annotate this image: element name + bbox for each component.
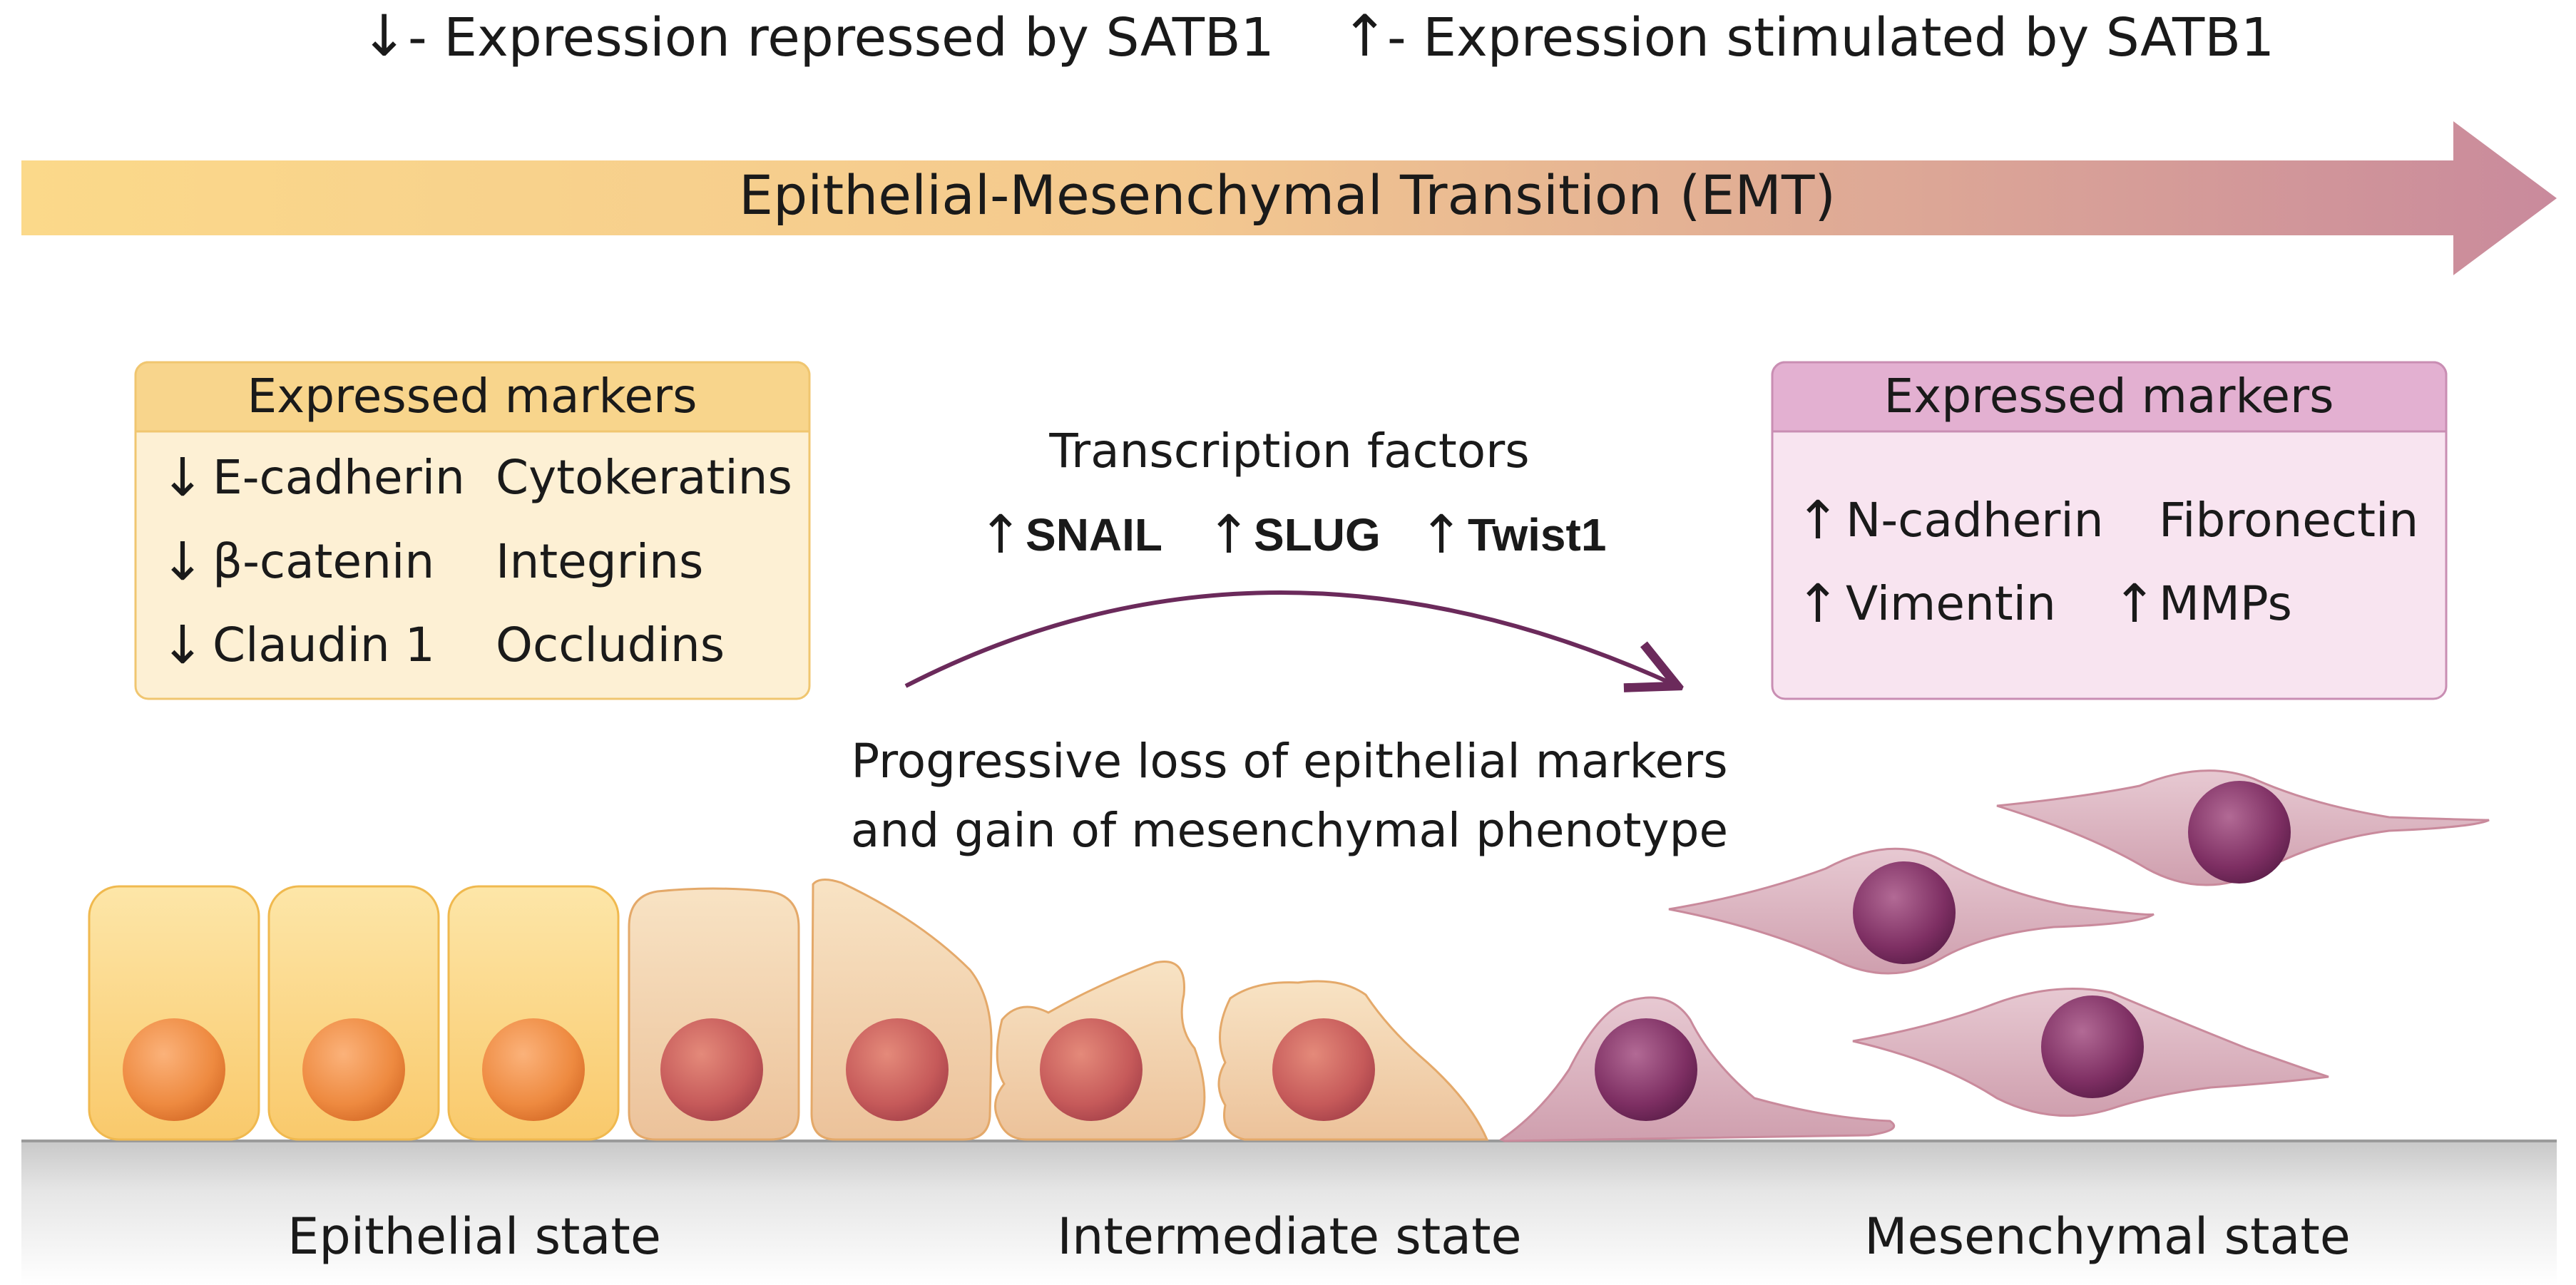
marker-mmps: MMPs: [2159, 576, 2292, 631]
marker-claudin-1: Claudin 1: [213, 618, 435, 672]
repressed-legend-text: - Expression repressed by SATB1: [408, 7, 1274, 68]
marker-n-cadherin: N-cadherin: [1846, 493, 2104, 548]
up-arrow-icon: ↑: [978, 504, 1023, 565]
down-arrow-icon: ↓: [160, 447, 205, 508]
factor-twist1: Twist1: [1468, 509, 1606, 560]
transitioning-cell: [810, 879, 993, 1141]
repressed-arrow-icon: ↓: [360, 3, 408, 69]
marker-vimentin: Vimentin: [1846, 576, 2056, 631]
progression-arrow: [904, 590, 1677, 686]
intermediate-cells: [994, 961, 1896, 1142]
nucleus: [846, 1018, 949, 1121]
mesenchymal-cells: [1668, 769, 2490, 1117]
up-arrow-icon: ↑: [1419, 504, 1463, 565]
epithelial-row: ↓ Claudin 1 Occludins: [160, 615, 725, 676]
progression-line-1: Progressive loss of epithelial markers: [851, 734, 1727, 789]
marker-e-cadherin: E-cadherin: [213, 450, 465, 505]
marker-occludins: Occludins: [496, 618, 725, 672]
up-arrow-icon: ↑: [1207, 504, 1251, 565]
epithelial-cells: [88, 879, 993, 1141]
epithelial-row: ↓ E-cadherin Cytokeratins: [160, 447, 792, 508]
nucleus: [1040, 1018, 1143, 1121]
progression-line-2: and gain of mesenchymal phenotype: [851, 803, 1728, 858]
intermediate-cell: [994, 961, 1206, 1141]
substrate-floor: [21, 1140, 2557, 1285]
epithelial-state-label: Epithelial state: [287, 1207, 661, 1266]
stimulated-arrow-icon: ↑: [1341, 3, 1389, 69]
down-arrow-icon: ↓: [160, 615, 205, 676]
nucleus: [123, 1018, 225, 1121]
mesenchymal-cell: [1996, 769, 2490, 886]
progression-caption: Progressive loss of epithelial markers a…: [851, 734, 1728, 858]
marker-beta-catenin: β-catenin: [213, 534, 434, 589]
transcription-factors: Transcription factors ↑ SNAIL ↑ SLUG ↑ T…: [978, 424, 1606, 565]
epithelial-markers-box: Expressed markers ↓ E-cadherin Cytokerat…: [134, 361, 811, 700]
up-arrow-icon: ↑: [1796, 490, 1840, 551]
epithelial-row: ↓ β-catenin Integrins: [160, 531, 703, 593]
nucleus: [2041, 995, 2144, 1098]
down-arrow-icon: ↓: [160, 531, 205, 593]
state-labels: Epithelial state Intermediate state Mese…: [287, 1207, 2351, 1266]
epithelial-cell: [88, 885, 260, 1141]
marker-cytokeratins: Cytokeratins: [496, 450, 792, 505]
mesenchymal-row: ↑ N-cadherin Fibronectin: [1796, 490, 2418, 551]
marker-integrins: Integrins: [496, 534, 703, 589]
mesenchymal-state-label: Mesenchymal state: [1864, 1207, 2351, 1266]
mesenchymal-row: ↑ Vimentin ↑ MMPs: [1796, 573, 2292, 635]
mesenchymal-markers-box: Expressed markers ↑ N-cadherin Fibronect…: [1771, 361, 2448, 700]
nucleus: [1853, 861, 1956, 964]
emt-banner-arrow: Epithelial-Mesenchymal Transition (EMT): [21, 121, 2557, 275]
nucleus: [482, 1018, 585, 1121]
epithelial-cell: [267, 885, 440, 1141]
emt-banner-label: Epithelial-Mesenchymal Transition (EMT): [739, 163, 1836, 227]
transitioning-cell: [628, 887, 800, 1141]
up-arrow-icon: ↑: [2112, 573, 2157, 635]
epithelial-box-title: Expressed markers: [247, 369, 697, 424]
nucleus: [302, 1018, 405, 1121]
intermediate-state-label: Intermediate state: [1057, 1207, 1521, 1266]
nucleus: [660, 1018, 763, 1121]
factor-snail: SNAIL: [1026, 509, 1162, 560]
nucleus: [1595, 1018, 1697, 1121]
mesenchymal-cell: [1668, 847, 2155, 975]
nucleus: [1272, 1018, 1375, 1121]
mesenchymal-cell: [1852, 987, 2329, 1117]
legend: ↓ - Expression repressed by SATB1 ↑ - Ex…: [360, 3, 2274, 69]
epithelial-cell: [447, 885, 620, 1141]
transcription-title: Transcription factors: [1048, 424, 1529, 478]
intermediate-cell: [1498, 996, 1896, 1142]
up-arrow-icon: ↑: [1796, 573, 1840, 635]
stimulated-legend-text: - Expression stimulated by SATB1: [1387, 7, 2274, 68]
marker-fibronectin: Fibronectin: [2159, 493, 2418, 548]
intermediate-cell: [1217, 980, 1489, 1141]
factor-slug: SLUG: [1254, 509, 1381, 560]
nucleus: [2188, 781, 2291, 884]
mesenchymal-box-title: Expressed markers: [1884, 369, 2334, 424]
